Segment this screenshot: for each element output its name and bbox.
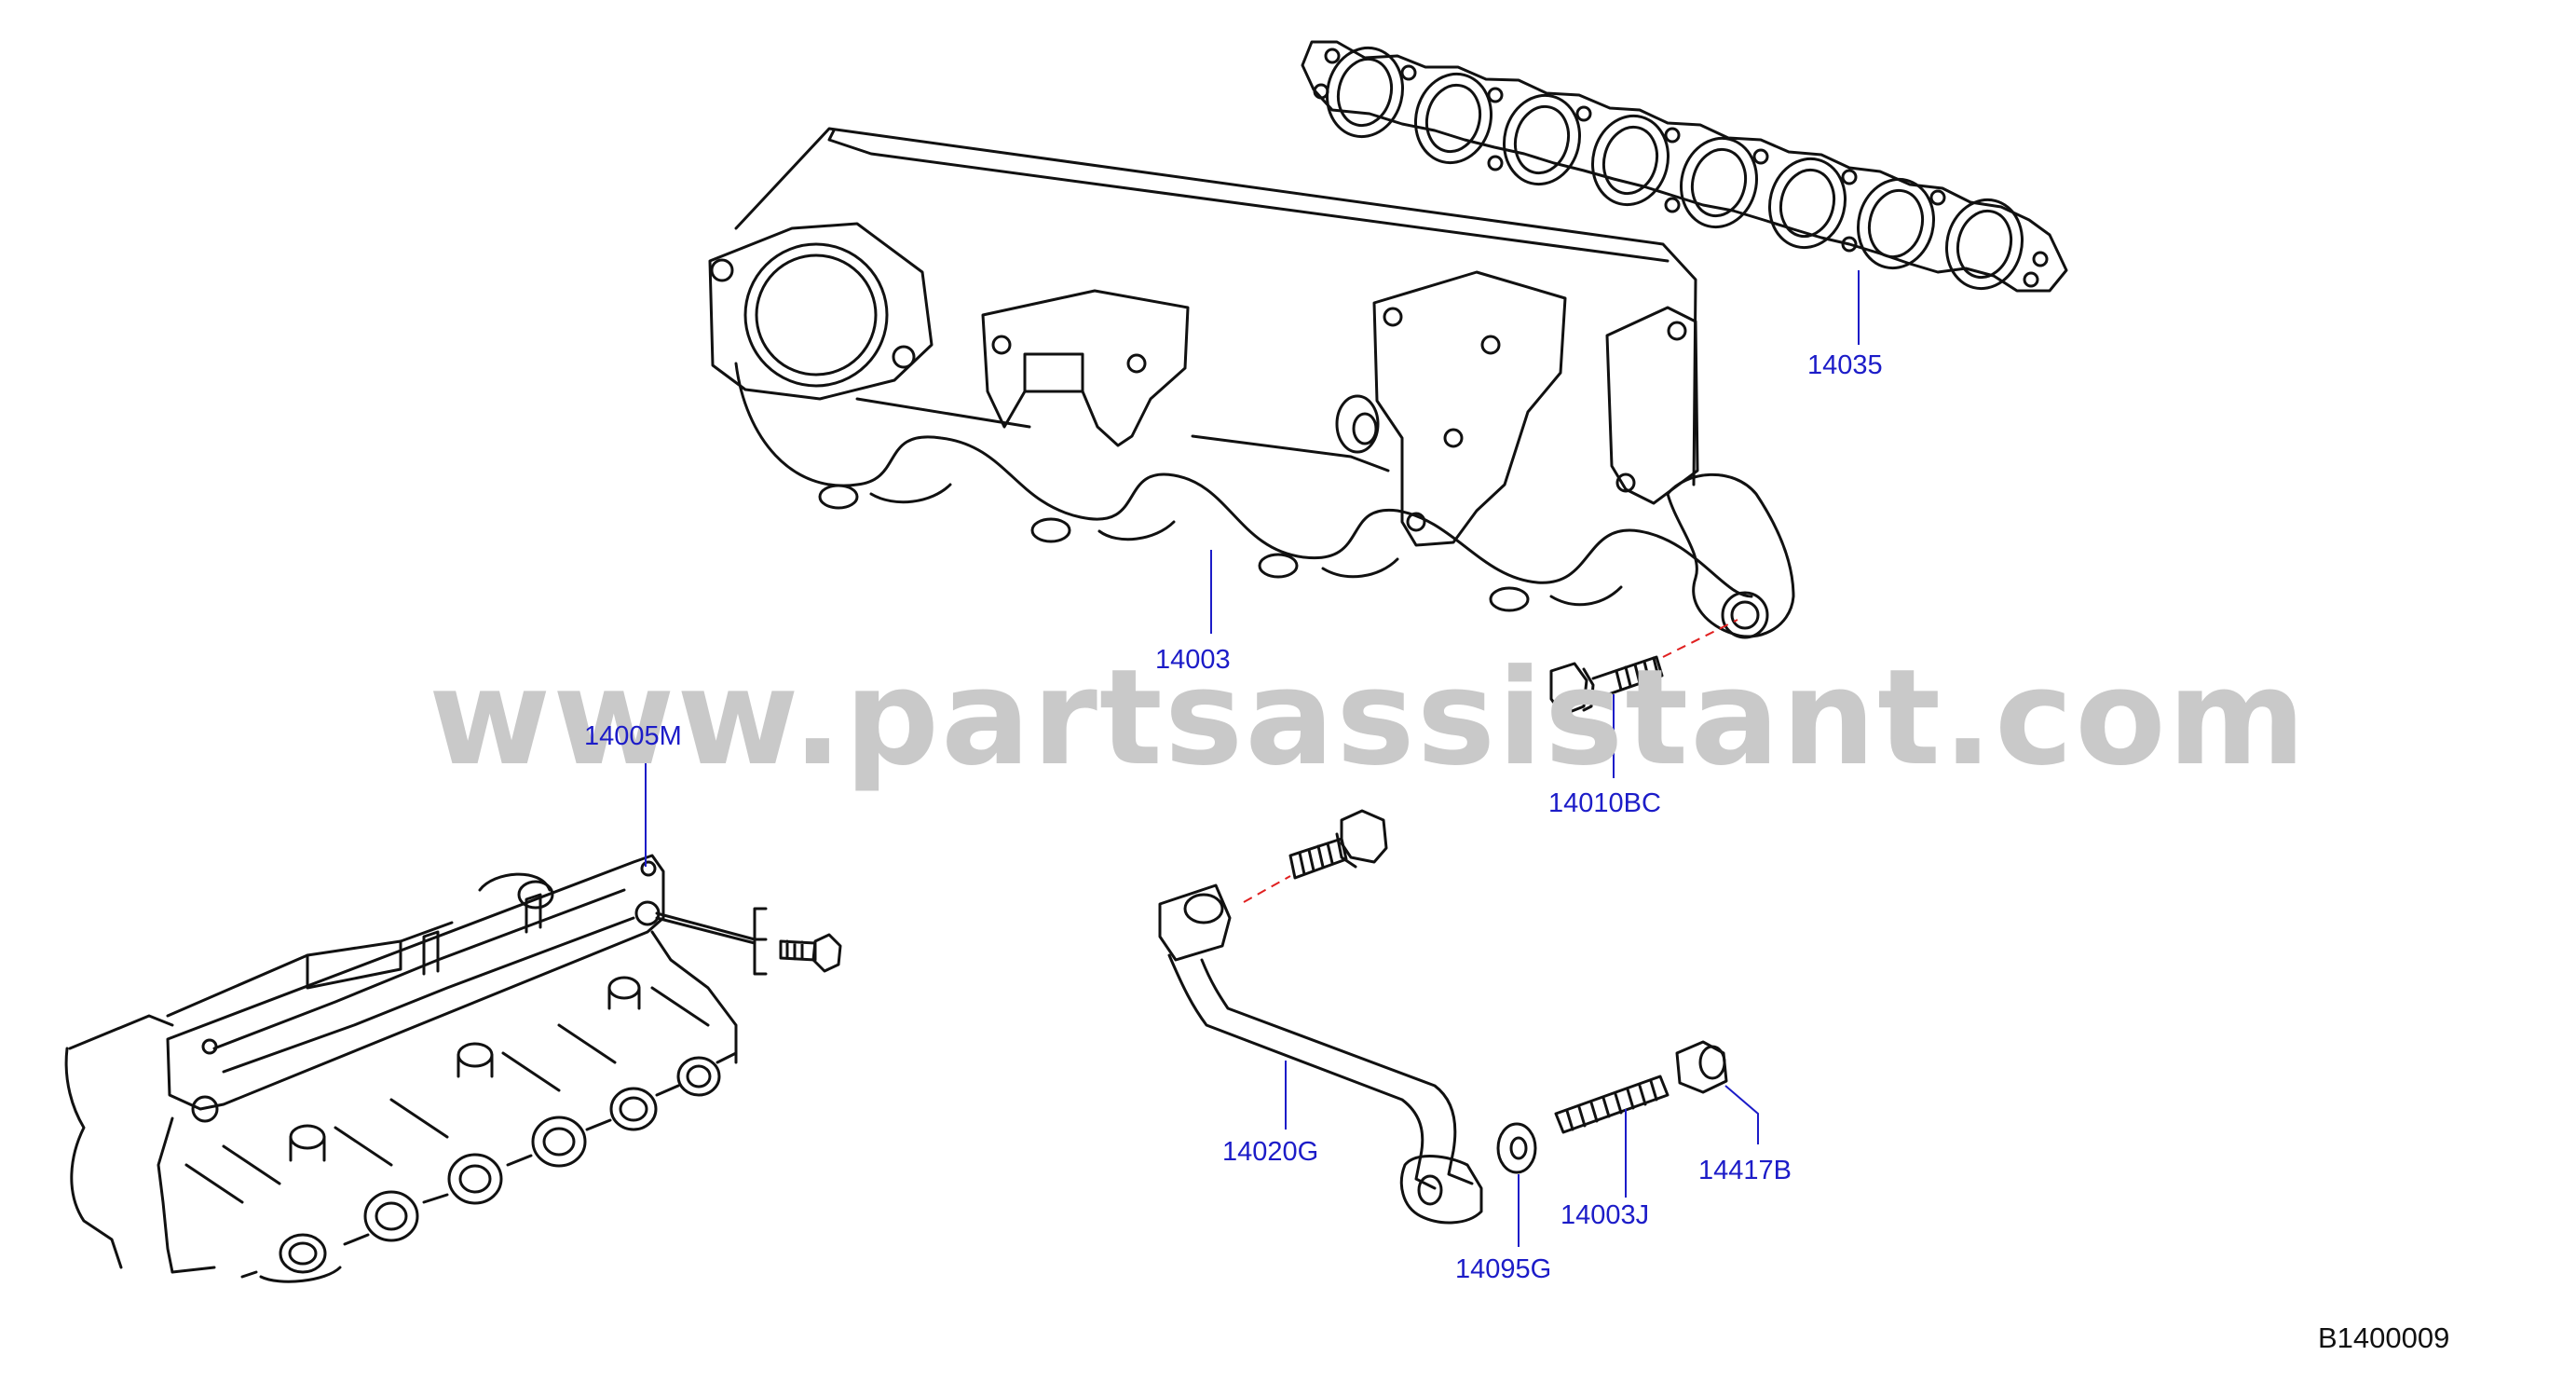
manifold-bolt[interactable] [1549,655,1664,717]
head-front-face [157,930,738,1274]
stay-bolt-head [1340,809,1388,864]
manifold-runner-tubes [869,483,1623,607]
exhaust-gasket[interactable] [1301,40,2068,297]
washer-inner [1509,1136,1528,1160]
gasket-bolt-holes [1313,48,2049,288]
bolt-flange [1582,667,1595,712]
manifold-top-inner-edge [827,129,1670,263]
bracket-notches [422,893,542,976]
boss-2-hole-d [1406,512,1426,532]
left-flange-bore-outer [743,242,889,388]
label-14020G[interactable]: 14020G [1222,1137,1319,1167]
head-bosses [289,880,641,1162]
washer[interactable] [1496,1122,1537,1174]
manifold-right-ear [1666,472,1795,638]
head-rib-lines [184,986,710,1204]
gasket-outline [1301,40,2068,293]
manifold-boss-1-slot [1023,352,1084,393]
centerline-manifold-bolt [1662,619,1738,658]
stud-threads [1565,1079,1658,1131]
label-14003J[interactable]: 14003J [1561,1200,1650,1230]
stay-top-boss-face [1183,893,1224,924]
stud[interactable] [1554,1075,1670,1134]
nut-face [1698,1045,1726,1080]
boss-1-hole-a [991,335,1012,355]
label-14010BC[interactable]: 14010BC [1548,788,1661,818]
stay-bolt[interactable] [1288,809,1388,880]
stay-arm-lower [1200,958,1474,1185]
bracket-bolt-shank [779,939,817,962]
bracket-stud-right [634,900,661,926]
left-flange-hole-b [892,345,916,369]
nut-body [1675,1040,1728,1094]
manifold-side-nut-face [1352,412,1378,445]
head-side-edge [64,1047,123,1269]
head-ports [279,1056,721,1274]
right-ear-hole-inner [1730,600,1760,630]
label-14035[interactable]: 14035 [1807,350,1883,380]
bolt-head [1549,662,1588,717]
centerline-stay-bolt [1243,875,1291,903]
gasket-ports [1325,46,2024,291]
cylinder-head-outline [64,872,738,1283]
bracket-stud-left [191,1095,219,1123]
bracket-plate [166,854,665,1111]
bracket-bolt-head [811,933,842,973]
label-14005M[interactable]: 14005M [584,721,682,751]
right-cover-hole-a [1667,321,1687,341]
boss-2-hole-c [1443,428,1464,448]
manifold-runner-bottoms [734,362,1753,598]
right-ear-hole-outer [1721,591,1769,639]
label-14003[interactable]: 14003 [1155,645,1231,675]
stay-top-boss [1158,883,1232,962]
boss-2-hole-b [1480,335,1501,355]
watermark: www.partsassistant.com [429,641,2308,795]
head-cam-housing [306,939,402,990]
bracket-hole-top [640,860,657,877]
head-top-edge [68,872,552,1050]
manifold-runner-stubs [818,484,1530,612]
heat-insulator-bracket[interactable] [166,854,665,1123]
diagram-reference-id: B1400009 [2318,1321,2450,1354]
label-14095G[interactable]: 14095G [1455,1254,1552,1284]
manifold-boss-2 [1372,270,1567,547]
exhaust-manifold[interactable] [708,127,1795,639]
bolt-threads [1615,656,1660,692]
stay-bolt-flange [1335,832,1357,869]
stay-bottom-eye-hole [1417,1174,1443,1206]
washer-outer [1496,1122,1537,1174]
label-14417B[interactable]: 14417B [1698,1156,1792,1185]
bracket-hole-left [201,1038,218,1055]
bracket-bolt-callout-bracket [655,907,768,976]
right-cover-hole-b [1615,472,1636,493]
manifold-side-nut [1335,394,1380,454]
manifold-boss-1 [981,289,1190,447]
left-flange-bore-inner [755,253,878,377]
head-port-webbing [259,1051,738,1283]
stay-bolt-shank [1288,837,1348,880]
leader-14417B [1724,1085,1759,1144]
head-lower-edge [170,1266,258,1279]
bracket-ridge-lower [222,916,635,1074]
boss-1-hole-b [1126,353,1147,374]
manifold-side-face [855,397,1390,472]
left-flange-hole-a [710,258,734,282]
support-stay[interactable] [1158,883,1483,1225]
stud-body [1554,1075,1670,1134]
nut[interactable] [1675,1040,1728,1094]
bracket-bolt[interactable] [779,933,842,973]
boss-2-hole-a [1383,307,1403,327]
manifold-left-flange [708,222,934,401]
stay-arm [1167,953,1437,1190]
stay-bottom-eye [1399,1155,1483,1225]
